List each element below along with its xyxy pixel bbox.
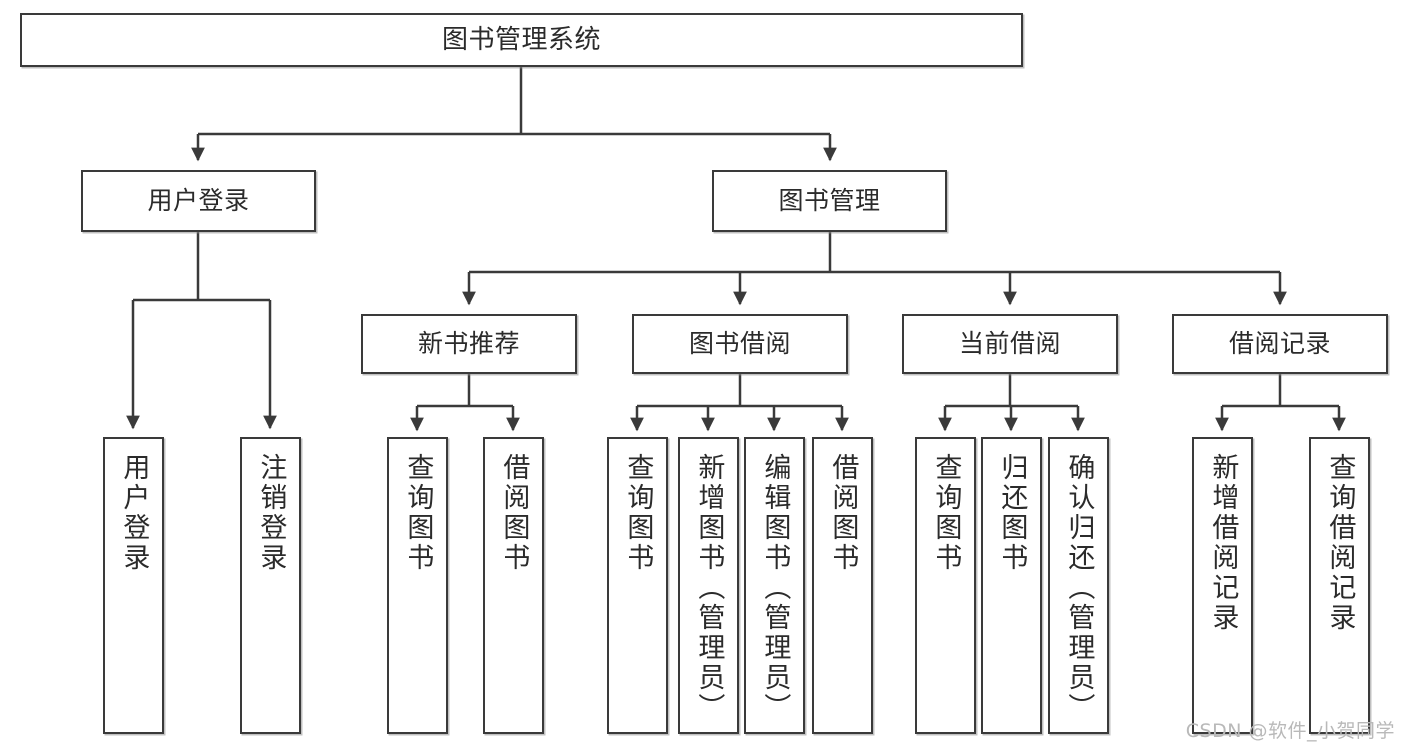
node-label: 编辑图书（管理员） <box>759 453 791 723</box>
leaf-borrow-edit-book-admin[interactable]: 编辑图书（管理员） <box>744 437 805 734</box>
watermark: CSDN @软件_小贺同学 <box>1185 720 1395 742</box>
node-label: 查询借阅记录 <box>1324 453 1356 633</box>
node-label: 借阅记录 <box>1228 329 1331 359</box>
node-label: 借阅图书 <box>498 453 530 573</box>
leaf-new-book-borrow[interactable]: 借阅图书 <box>483 437 544 734</box>
node-label: 查询图书 <box>930 453 962 573</box>
leaf-current-query-book[interactable]: 查询图书 <box>915 437 976 734</box>
node-book-borrow[interactable]: 图书借阅 <box>632 314 848 374</box>
node-label: 归还图书 <box>996 453 1028 573</box>
node-label: 新书推荐 <box>417 329 520 359</box>
node-label: 用户登录 <box>118 453 150 573</box>
leaf-borrow-add-book-admin[interactable]: 新增图书（管理员） <box>678 437 739 734</box>
node-user-login[interactable]: 用户登录 <box>81 170 316 232</box>
leaf-current-return-book[interactable]: 归还图书 <box>981 437 1042 734</box>
node-label: 当前借阅 <box>958 329 1061 359</box>
node-book-management[interactable]: 图书管理 <box>712 170 947 232</box>
leaf-borrow-query-book[interactable]: 查询图书 <box>607 437 668 734</box>
node-new-book-recommend[interactable]: 新书推荐 <box>361 314 577 374</box>
node-label: 新增借阅记录 <box>1207 453 1239 633</box>
node-label: 图书借阅 <box>688 329 791 359</box>
node-label: 新增图书（管理员） <box>693 453 725 723</box>
leaf-borrow-borrow-book[interactable]: 借阅图书 <box>812 437 873 734</box>
leaf-current-confirm-return-admin[interactable]: 确认归还（管理员） <box>1048 437 1109 734</box>
node-label: 查询图书 <box>622 453 654 573</box>
node-label: 图书管理系统 <box>441 24 601 55</box>
node-borrow-records[interactable]: 借阅记录 <box>1172 314 1388 374</box>
node-label: 借阅图书 <box>827 453 859 573</box>
leaf-user-login-signin[interactable]: 用户登录 <box>103 437 164 734</box>
leaf-records-add-record[interactable]: 新增借阅记录 <box>1192 437 1253 734</box>
node-label: 注销登录 <box>255 453 287 573</box>
node-label: 查询图书 <box>402 453 434 573</box>
leaf-records-query-record[interactable]: 查询借阅记录 <box>1309 437 1370 734</box>
leaf-user-login-signout[interactable]: 注销登录 <box>240 437 301 734</box>
node-label: 用户登录 <box>147 186 250 216</box>
node-current-borrow[interactable]: 当前借阅 <box>902 314 1118 374</box>
node-root-system[interactable]: 图书管理系统 <box>20 13 1023 67</box>
node-label: 图书管理 <box>778 186 881 216</box>
leaf-new-book-query[interactable]: 查询图书 <box>387 437 448 734</box>
node-label: 确认归还（管理员） <box>1063 453 1095 723</box>
